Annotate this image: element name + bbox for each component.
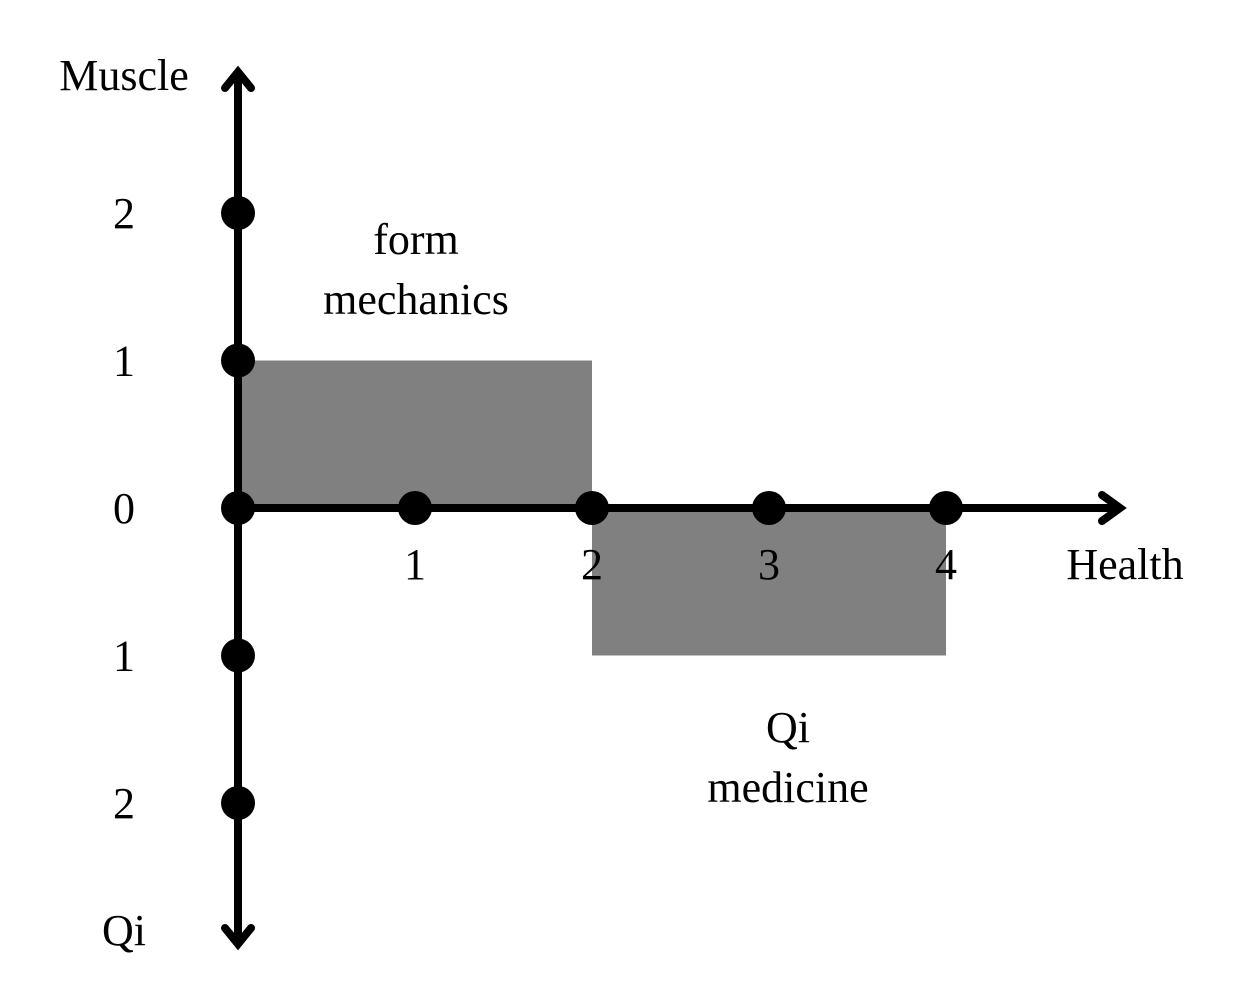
- region-label-line: form: [373, 215, 459, 264]
- vertical-tick-label: 1: [113, 337, 135, 386]
- region-label-line: medicine: [707, 763, 868, 812]
- horizontal-tick-label: 4: [935, 540, 957, 589]
- arrow-up-icon: [221, 65, 255, 92]
- vertical-tick-dot: [221, 343, 255, 378]
- vertical-tick-label: 2: [113, 189, 135, 238]
- vertical-tick-dot: [221, 196, 255, 230]
- muscle-axis-label: Muscle: [59, 51, 189, 100]
- region-form-mechanics: [238, 360, 592, 508]
- qi-axis-label: Qi: [102, 906, 146, 955]
- horizontal-tick-dot: [929, 491, 963, 525]
- region-label-line: Qi: [766, 703, 810, 752]
- arrow-down-icon: [221, 924, 255, 951]
- vertical-tick-label: 1: [113, 632, 135, 681]
- horizontal-tick-label: 3: [758, 540, 780, 589]
- horizontal-tick-dot: [398, 491, 432, 525]
- horizontal-tick-label: 2: [581, 540, 603, 589]
- vertical-tick-dot: [221, 491, 255, 525]
- horizontal-tick-label: 1: [404, 540, 426, 589]
- region-qi-medicine: [592, 508, 946, 656]
- vertical-tick-label: 2: [113, 779, 135, 828]
- horizontal-tick-dot: [575, 491, 609, 525]
- tick-group: 2 1 0 1 2 1 2 3 4: [113, 189, 963, 828]
- vertical-tick-dot: [221, 786, 255, 820]
- vertical-tick-label: 0: [113, 484, 135, 533]
- horizontal-tick-dot: [752, 491, 786, 525]
- health-axis-label: Health: [1066, 540, 1183, 589]
- arrow-right-icon: [1098, 491, 1127, 525]
- vertical-tick-dot: [221, 638, 255, 673]
- region-label-line: mechanics: [323, 275, 509, 324]
